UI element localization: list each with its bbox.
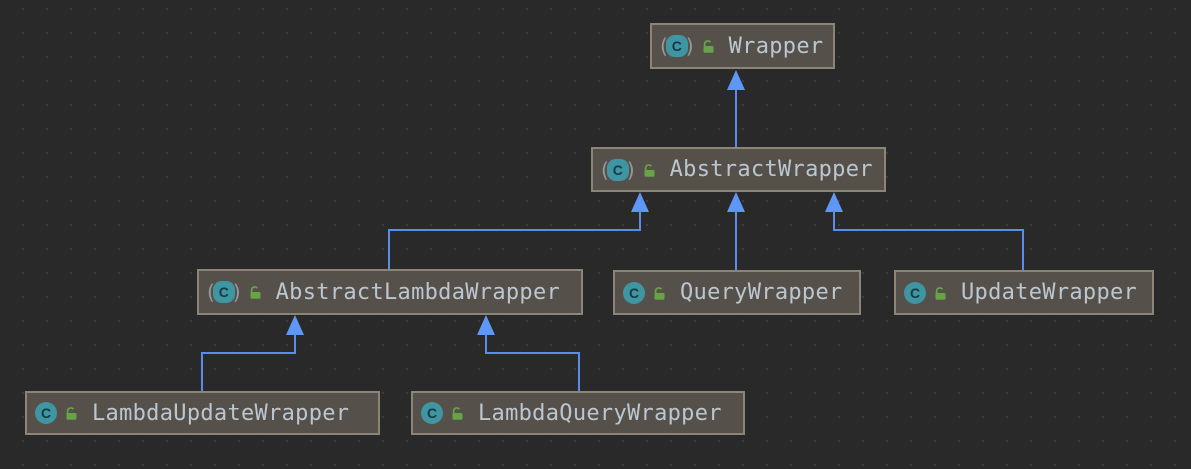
class-name: LambdaQueryWrapper: [478, 400, 722, 426]
class-name: AbstractWrapper: [669, 157, 873, 182]
inheritance-edge-lambdaupdatewrapper-abstractlambdawrapper[interactable]: [201, 352, 296, 354]
abstract-class-icon: ( C ): [660, 34, 694, 58]
inheritance-arrow-lambdaquerywrapper-abstractlambdawrapper[interactable]: [477, 315, 495, 335]
inheritance-edge-lambdaquerywrapper-abstractlambdawrapper[interactable]: [578, 352, 580, 391]
class-node-wrapper[interactable]: ( C ) Wrapper: [650, 23, 836, 69]
inheritance-edge-updatewrapper-abstractwrapper[interactable]: [833, 229, 1024, 231]
inheritance-edge-lambdaupdatewrapper-abstractlambdawrapper[interactable]: [201, 352, 203, 391]
class-icon: ( C ): [623, 281, 645, 304]
inheritance-edge-querywrapper-abstractwrapper[interactable]: [735, 211, 737, 270]
class-icon: ( C ): [904, 281, 926, 304]
class-name: AbstractLambdaWrapper: [275, 279, 561, 305]
inheritance-arrow-abstractwrapper-wrapper[interactable]: [727, 70, 745, 90]
class-node-lambdaupdatewrapper[interactable]: ( C ) LambdaUpdateWrapper: [25, 391, 380, 435]
class-name: Wrapper: [728, 33, 824, 59]
inheritance-edge-abstractlambdawrapper-abstractwrapper[interactable]: [388, 229, 641, 231]
inheritance-arrow-updatewrapper-abstractwrapper[interactable]: [825, 192, 843, 212]
inheritance-edge-abstractwrapper-wrapper[interactable]: [735, 89, 737, 147]
class-name: QueryWrapper: [680, 280, 843, 305]
class-node-querywrapper[interactable]: ( C ) QueryWrapper: [613, 270, 861, 315]
class-node-updatewrapper[interactable]: ( C ) UpdateWrapper: [894, 270, 1154, 315]
inheritance-edge-abstractlambdawrapper-abstractwrapper[interactable]: [388, 229, 390, 269]
inheritance-edge-abstractlambdawrapper-abstractwrapper[interactable]: [639, 211, 641, 230]
open-padlock-icon: [449, 405, 465, 421]
class-name: LambdaUpdateWrapper: [92, 400, 350, 426]
class-icon: ( C ): [35, 402, 57, 424]
class-node-abstractlambdawrapper[interactable]: ( C ) AbstractLambdaWrapper: [197, 269, 583, 315]
inheritance-edge-lambdaquerywrapper-abstractlambdawrapper[interactable]: [485, 352, 580, 354]
open-padlock-icon: [247, 284, 263, 300]
class-node-lambdaquerywrapper[interactable]: ( C ) LambdaQueryWrapper: [411, 391, 745, 435]
abstract-class-icon: ( C ): [601, 157, 635, 182]
inheritance-edge-updatewrapper-abstractwrapper[interactable]: [1022, 229, 1024, 270]
open-padlock-icon: [700, 38, 716, 54]
inheritance-edge-lambdaquerywrapper-abstractlambdawrapper[interactable]: [485, 334, 487, 353]
open-padlock-icon: [63, 405, 79, 421]
open-padlock-icon: [932, 285, 948, 301]
abstract-class-icon: ( C ): [207, 280, 241, 304]
open-padlock-icon: [651, 285, 667, 301]
inheritance-arrow-lambdaupdatewrapper-abstractlambdawrapper[interactable]: [286, 315, 304, 335]
inheritance-arrow-querywrapper-abstractwrapper[interactable]: [727, 192, 745, 212]
inheritance-edge-updatewrapper-abstractwrapper[interactable]: [833, 211, 835, 230]
open-padlock-icon: [641, 162, 657, 178]
class-node-abstractwrapper[interactable]: ( C ) AbstractWrapper: [591, 147, 886, 192]
class-icon: ( C ): [421, 402, 443, 424]
inheritance-arrow-abstractlambdawrapper-abstractwrapper[interactable]: [631, 192, 649, 212]
inheritance-edge-lambdaupdatewrapper-abstractlambdawrapper[interactable]: [294, 334, 296, 353]
class-name: UpdateWrapper: [961, 280, 1138, 305]
